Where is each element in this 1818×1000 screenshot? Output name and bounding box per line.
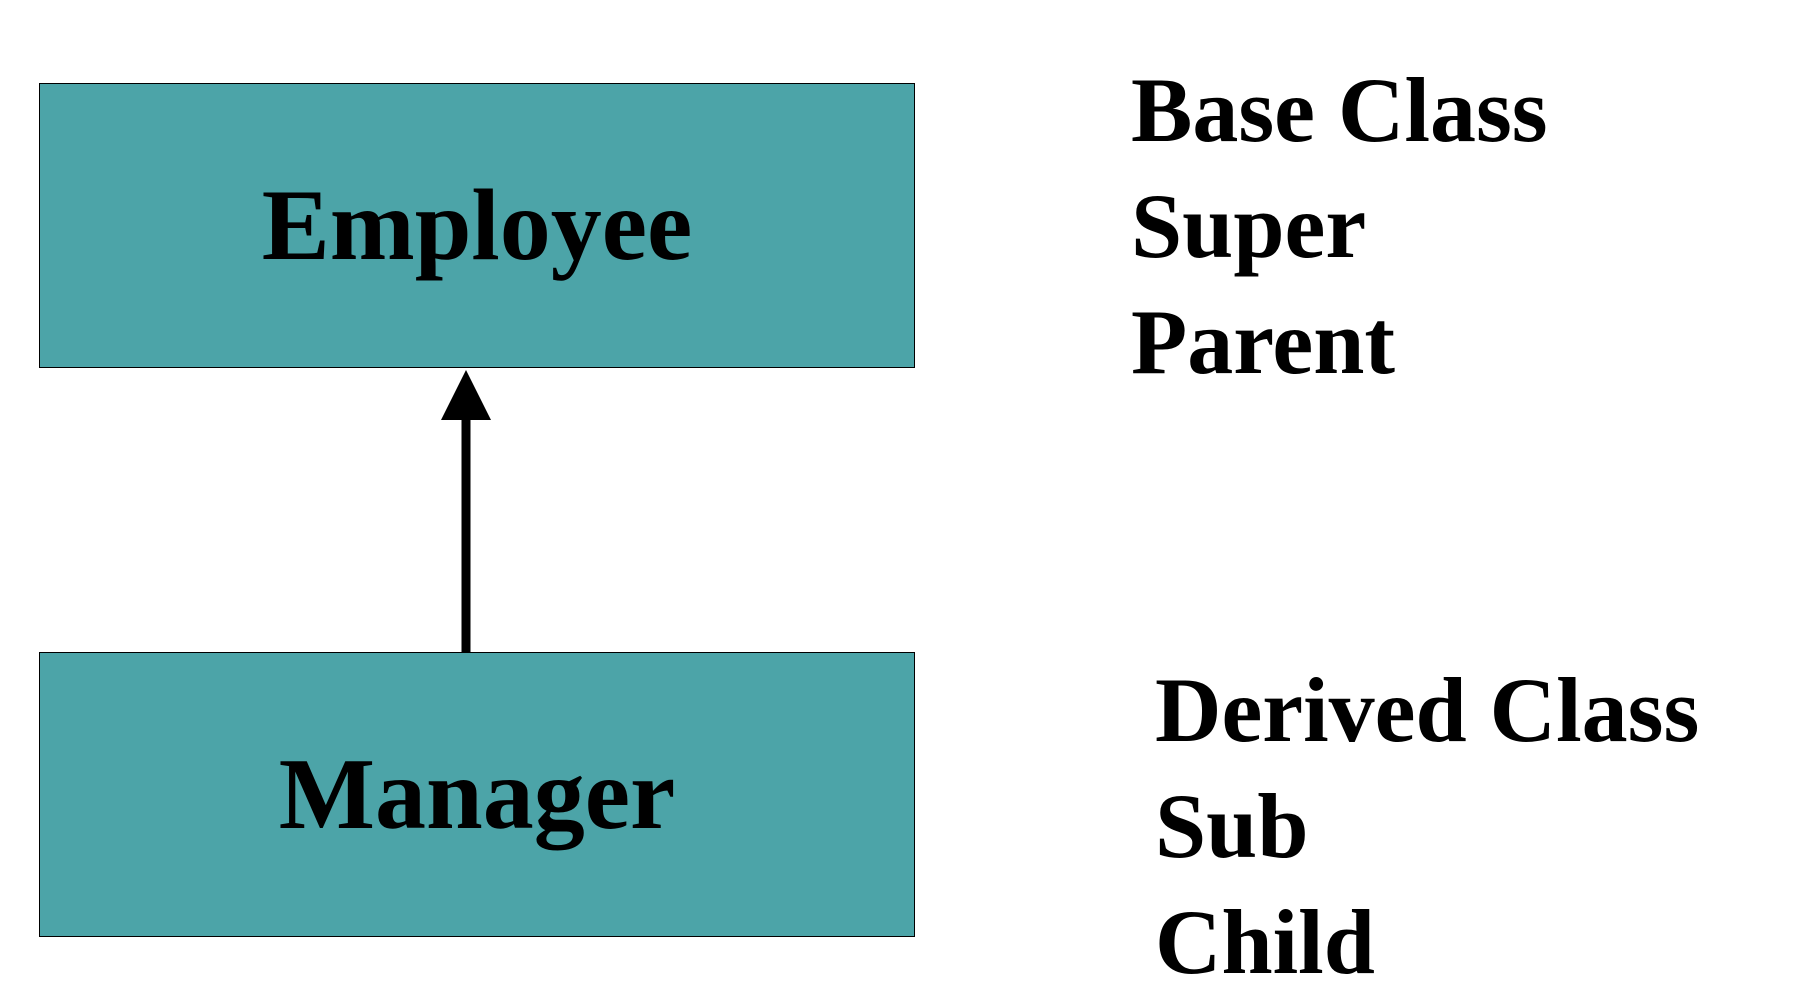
base-class-terms: Base Class Super Parent — [1131, 52, 1548, 400]
derived-class-terms: Derived Class Sub Child — [1155, 652, 1699, 1000]
base-term: Parent — [1131, 291, 1396, 393]
derived-term: Sub — [1155, 775, 1309, 877]
base-term: Super — [1131, 175, 1367, 277]
derived-class-box: Manager — [39, 652, 915, 937]
base-class-box: Employee — [39, 83, 915, 368]
derived-term: Derived Class — [1155, 659, 1700, 761]
arrow-head — [441, 370, 491, 420]
base-term: Base Class — [1131, 59, 1548, 161]
derived-class-name: Manager — [278, 737, 676, 851]
base-class-name: Employee — [261, 168, 693, 282]
derived-term: Child — [1155, 891, 1375, 993]
